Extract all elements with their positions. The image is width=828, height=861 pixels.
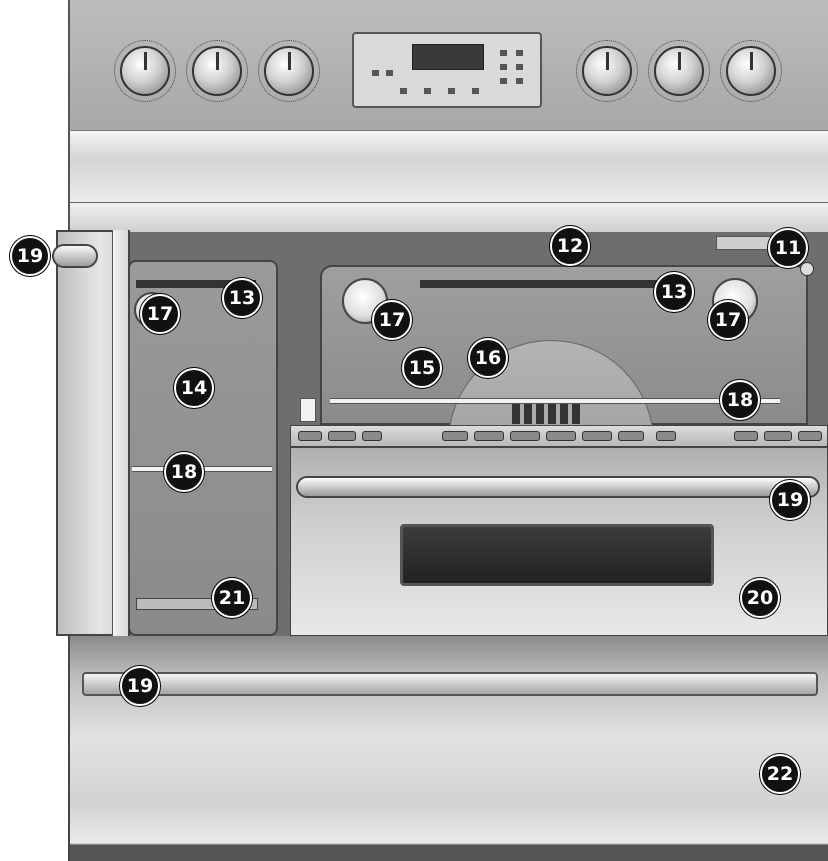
keypad-button[interactable] (516, 50, 523, 56)
oven-door-handle[interactable] (296, 476, 820, 498)
callout-12: 12 (550, 226, 590, 266)
control-panel-lower-trim (68, 130, 828, 202)
drawer-handle[interactable] (82, 672, 818, 696)
callout-17-right: 17 (708, 300, 748, 340)
storage-drawer (68, 636, 828, 861)
callout-15: 15 (402, 348, 442, 388)
callout-19-drawer-handle: 19 (120, 666, 160, 706)
callout-19-door-handle: 19 (10, 236, 50, 276)
callout-17-center: 17 (372, 300, 412, 340)
callout-21: 21 (212, 578, 252, 618)
callout-17-left: 17 (140, 294, 180, 334)
keypad-button[interactable] (400, 88, 407, 94)
keypad-button[interactable] (448, 88, 455, 94)
keypad-button[interactable] (424, 88, 431, 94)
keypad-button[interactable] (500, 64, 507, 70)
callout-19-oven-handle: 19 (770, 480, 810, 520)
callout-18-right: 18 (720, 380, 760, 420)
broil-element (420, 280, 668, 288)
oven-door-window (400, 524, 714, 586)
vent-slot (362, 431, 382, 441)
vent-slot (656, 431, 676, 441)
oven-rack[interactable] (330, 398, 780, 404)
callout-16: 16 (468, 338, 508, 378)
control-knob[interactable] (264, 46, 314, 96)
callout-13-right: 13 (654, 272, 694, 312)
vent-slot (546, 431, 576, 441)
vent-slot (798, 431, 822, 441)
keypad-button[interactable] (472, 88, 479, 94)
control-knob[interactable] (120, 46, 170, 96)
callout-18-left: 18 (164, 452, 204, 492)
keypad-button[interactable] (372, 70, 379, 76)
vent-slot (582, 431, 612, 441)
vent-slot (734, 431, 758, 441)
cooktop-edge-strip (68, 202, 828, 232)
control-knob[interactable] (192, 46, 242, 96)
door-edge (112, 230, 130, 636)
callout-13-left: 13 (222, 278, 262, 318)
vent-slot (328, 431, 356, 441)
callout-14: 14 (174, 368, 214, 408)
fan-vent (512, 402, 582, 424)
control-knob[interactable] (654, 46, 704, 96)
vent-slot (764, 431, 792, 441)
keypad-button[interactable] (500, 50, 507, 56)
keypad-button[interactable] (386, 70, 393, 76)
keypad-button[interactable] (516, 78, 523, 84)
vent-slot (474, 431, 504, 441)
callout-22: 22 (760, 754, 800, 794)
control-knob[interactable] (582, 46, 632, 96)
keypad-button[interactable] (516, 64, 523, 70)
oven-vent-tab (300, 398, 316, 422)
vent-slot (298, 431, 322, 441)
door-handle[interactable] (52, 244, 98, 268)
vent-slot (618, 431, 644, 441)
gasket-clip (800, 262, 814, 276)
callout-20: 20 (740, 578, 780, 618)
keypad-button[interactable] (500, 78, 507, 84)
control-knob[interactable] (726, 46, 776, 96)
vent-slot (442, 431, 468, 441)
oven-display-screen (412, 44, 484, 70)
callout-11: 11 (768, 228, 808, 268)
vent-slot (510, 431, 540, 441)
